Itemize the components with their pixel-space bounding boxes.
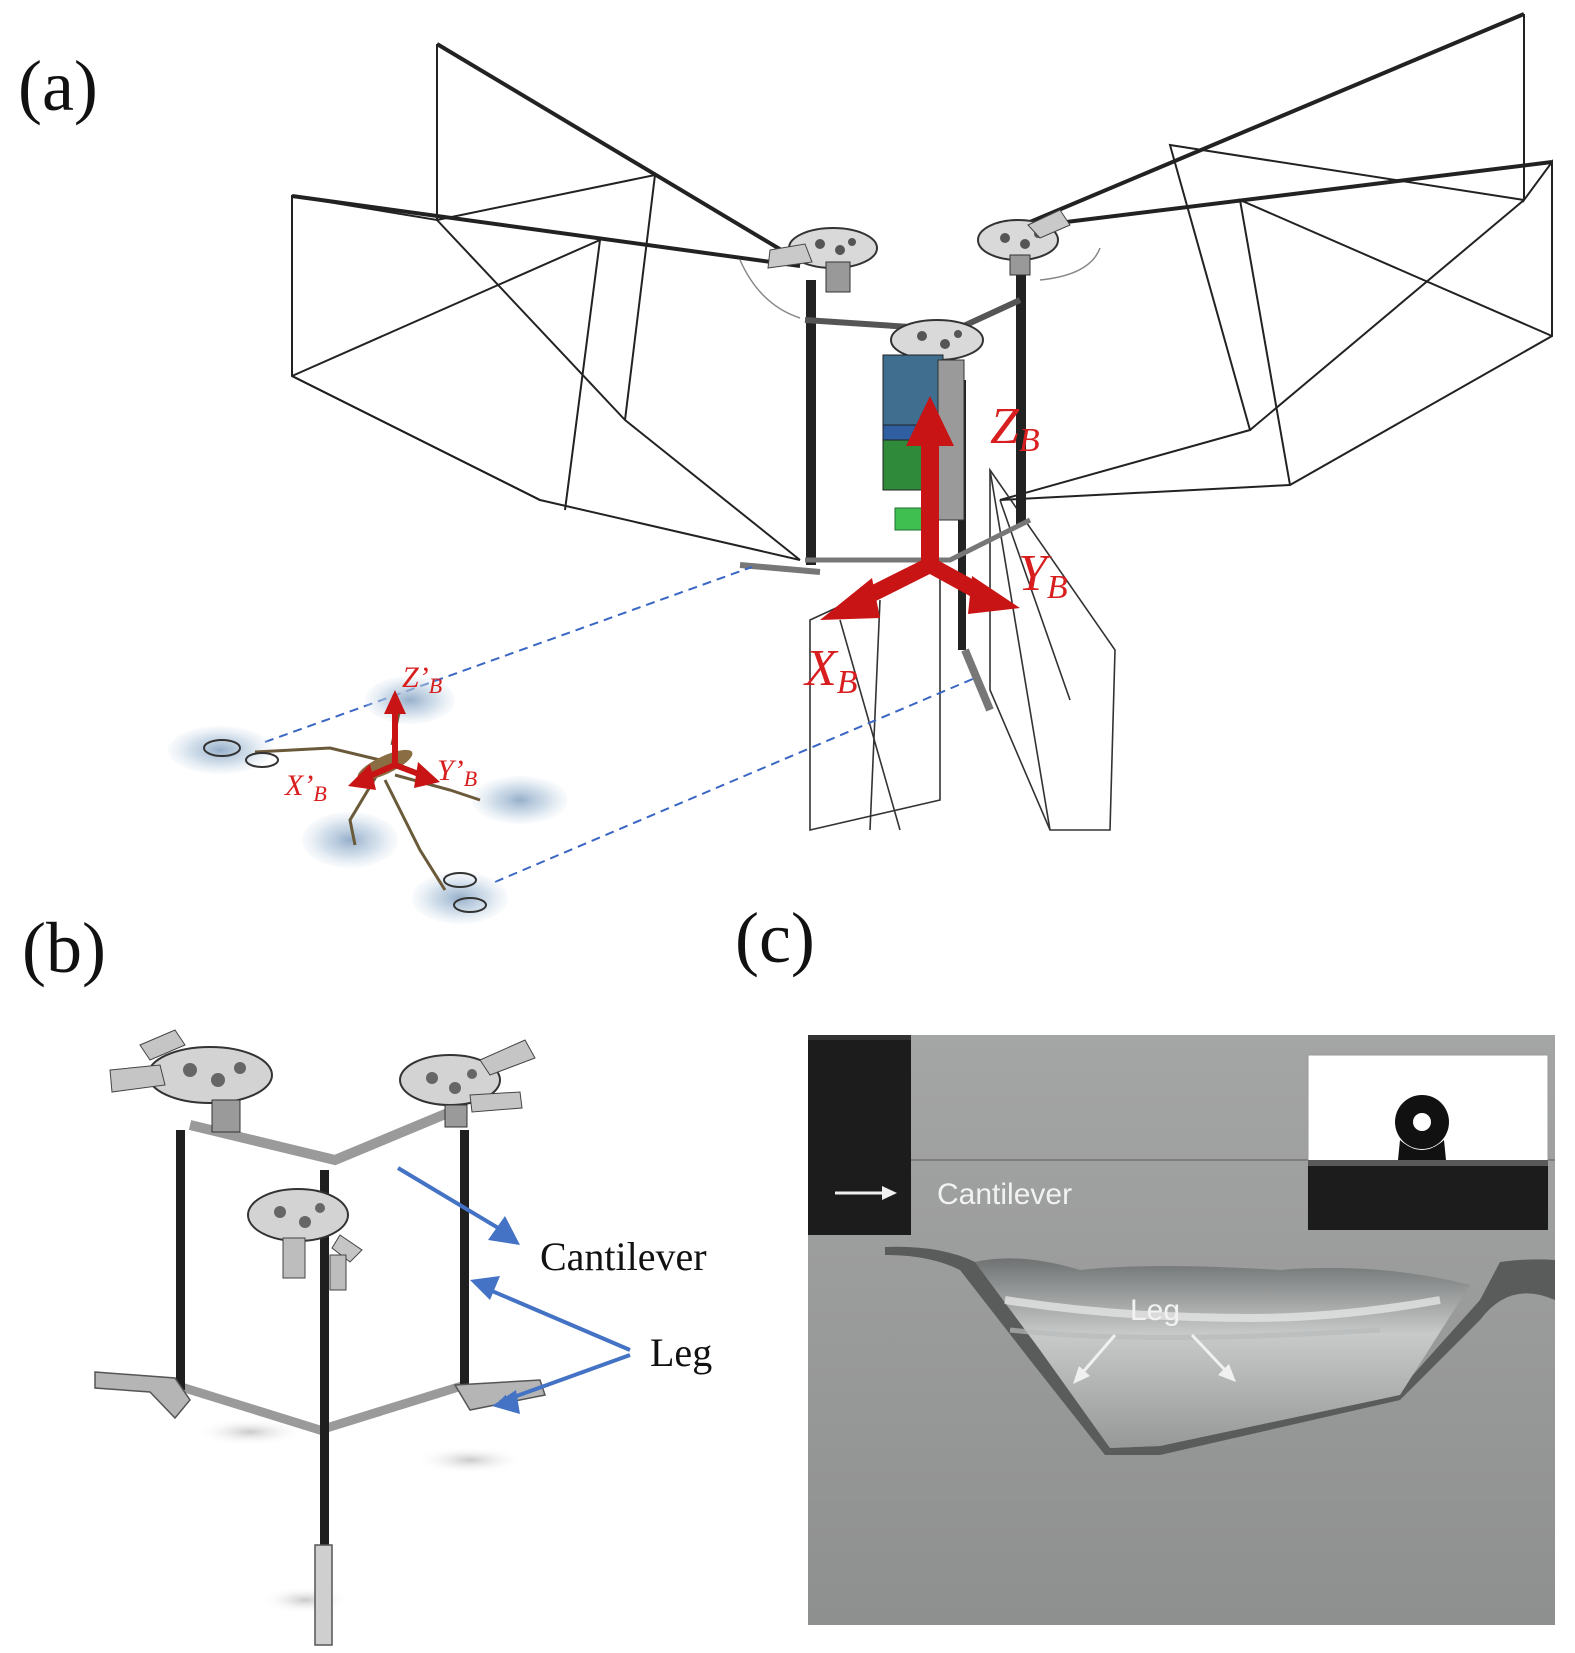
gear-head-left bbox=[767, 227, 878, 293]
gear-head-b-left bbox=[109, 1029, 273, 1133]
gear-head-b-center bbox=[247, 1188, 363, 1291]
photo-cantilever-label: Cantilever bbox=[937, 1178, 1072, 1211]
x-prime-axis-label: X’B bbox=[284, 769, 327, 806]
leg-center bbox=[320, 1170, 329, 1550]
photo-leg-arrow-right bbox=[1190, 1333, 1227, 1372]
y-axis-arrowhead bbox=[968, 576, 1020, 614]
cantilever-arrowhead bbox=[488, 1216, 520, 1245]
x-axis-label: XB bbox=[803, 640, 858, 701]
panel-b: (b) bbox=[22, 908, 712, 1646]
y-axis-label: YB bbox=[1018, 545, 1068, 606]
leg-arrowhead-upper bbox=[470, 1276, 500, 1300]
dashed-line-lower bbox=[494, 677, 976, 883]
right-wing bbox=[999, 12, 1553, 501]
panel-a: (a) bbox=[18, 12, 1553, 924]
y-prime-axis-label: Y’B bbox=[437, 754, 477, 791]
leg-callout-label: Leg bbox=[650, 1330, 712, 1375]
cantilever-callout-label: Cantilever bbox=[540, 1234, 707, 1279]
z-prime-axis-arrowhead bbox=[384, 690, 406, 714]
dashed-line-upper bbox=[264, 566, 753, 743]
robot-frame bbox=[739, 209, 1071, 712]
panel-b-label: (b) bbox=[22, 908, 106, 988]
left-wing bbox=[291, 42, 801, 561]
rotor-disc-front bbox=[412, 872, 508, 924]
panel-c: (c) bbox=[735, 898, 1555, 1625]
x-axis-arrowhead bbox=[820, 578, 880, 620]
mosquito-rotorcraft: Z’B Y’B X’B bbox=[168, 661, 568, 924]
water-strider-photo: Cantilever Leg bbox=[808, 1035, 1555, 1625]
callout-arrows bbox=[396, 1166, 631, 1404]
body-axis-labels: ZB YB XB bbox=[803, 398, 1068, 701]
z-axis-label: ZB bbox=[990, 398, 1040, 459]
leg-right bbox=[460, 1130, 469, 1390]
photo-leg-arrow-left bbox=[1081, 1334, 1117, 1373]
cantilever-block bbox=[808, 1035, 911, 1235]
rotor-disc-right bbox=[472, 776, 568, 824]
gear-head-b-right bbox=[399, 1039, 536, 1128]
leg-callout-arrow-upper bbox=[476, 1283, 631, 1352]
leg-callout-arrow-lower bbox=[498, 1353, 631, 1404]
landing-frame bbox=[94, 1029, 546, 1646]
x-prime-axis-arrowhead bbox=[348, 764, 376, 790]
gear-head-right bbox=[977, 209, 1071, 276]
z-prime-axis-label: Z’B bbox=[402, 661, 442, 698]
leg-arrowhead-lower bbox=[492, 1390, 520, 1414]
water-dimple bbox=[975, 1258, 1470, 1448]
cantilever-callout-arrow bbox=[396, 1166, 512, 1237]
correspondence-lines bbox=[264, 566, 976, 883]
inset-droplet-image bbox=[1307, 1054, 1549, 1231]
rotor-disc-bottom bbox=[302, 812, 398, 868]
y-prime-axis-arrowhead bbox=[414, 762, 440, 788]
panel-a-label: (a) bbox=[18, 46, 98, 126]
body-axes bbox=[820, 396, 1020, 620]
photo-leg-label: Leg bbox=[1130, 1294, 1180, 1327]
panel-c-label: (c) bbox=[735, 898, 815, 978]
leg-left bbox=[176, 1130, 185, 1390]
z-axis-arrowhead bbox=[906, 396, 954, 446]
gear-head-center bbox=[890, 319, 984, 361]
